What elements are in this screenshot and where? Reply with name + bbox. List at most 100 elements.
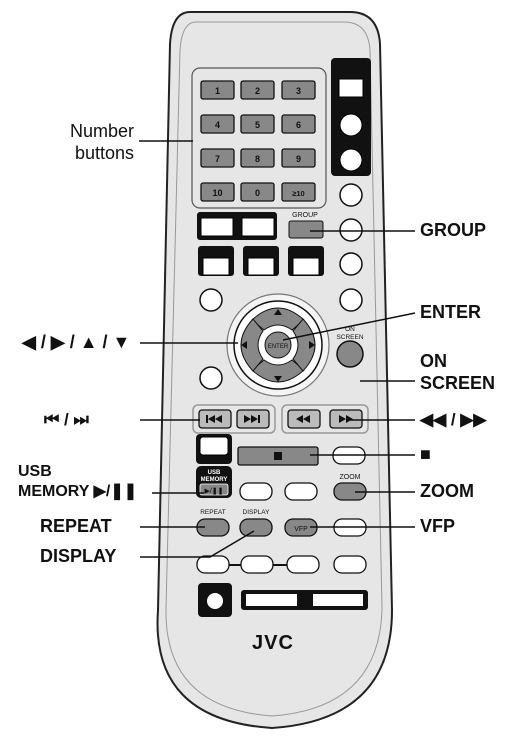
- number-button-label-11: 0: [255, 188, 260, 198]
- label-stop: ■: [420, 444, 431, 464]
- nav-down-arrow: [274, 376, 282, 382]
- display-button[interactable]: [239, 518, 273, 537]
- label-enter: ENTER: [420, 302, 482, 322]
- label-usb-line2: MEMORY ▶/❚❚: [18, 483, 138, 500]
- stop-icon: [274, 452, 282, 460]
- side-round-button-4: [339, 288, 363, 312]
- number-button-label-6: 6: [296, 120, 301, 130]
- on-screen-key-label-2: SCREEN: [336, 334, 363, 341]
- color-key-3-face: [292, 257, 320, 276]
- left-round-button-1: [199, 288, 223, 312]
- number-button-label-7: 7: [215, 154, 220, 164]
- group-button[interactable]: [288, 220, 324, 239]
- number-button-2[interactable]: [240, 80, 275, 100]
- black-block-2-face: [199, 436, 229, 456]
- volume-down-key: [246, 594, 297, 606]
- skip-forward-icon: [244, 415, 260, 423]
- brand-logo: JVC: [252, 632, 294, 654]
- vfp-key-label: VFP: [294, 526, 308, 533]
- label-skip: ⏮ / ⏭: [44, 410, 89, 429]
- white-key-1: [200, 217, 234, 237]
- search-frame: [281, 404, 369, 434]
- number-button-10[interactable]: [200, 182, 235, 202]
- number-button-11[interactable]: [240, 182, 275, 202]
- zoom-key-label: ZOOM: [340, 474, 361, 481]
- number-button-label-3: 3: [296, 86, 301, 96]
- usb-key-label-2: MEMORY: [201, 477, 228, 483]
- label-group: GROUP: [420, 220, 487, 240]
- label-usb-memory: USB MEMORY ▶/❚❚: [18, 462, 137, 502]
- number-button-label-9: 9: [296, 154, 301, 164]
- number-button-label-10: 10: [212, 188, 222, 198]
- usb-key-label-1: USB: [208, 470, 221, 476]
- usb-key-label-3: ▶/❚❚: [204, 487, 223, 495]
- nav-left-arrow: [241, 341, 247, 349]
- display-key-label: DISPLAY: [243, 509, 271, 516]
- white-key-2: [241, 217, 275, 237]
- group-key-label: GROUP: [292, 212, 318, 219]
- number-pad: 1 2 3 4 5 6 7 8 9 10 0 ≥10: [200, 80, 316, 202]
- label-number-buttons: Number buttons: [40, 120, 134, 164]
- top-round-button-1: [339, 113, 363, 137]
- white-pill-5: [196, 555, 230, 574]
- side-round-button-1: [339, 183, 363, 207]
- side-round-button-3: [339, 252, 363, 276]
- top-round-button-2: [339, 148, 363, 172]
- label-usb-line1: USB: [18, 463, 52, 480]
- label-cursor: ◀ / ▶ / ▲ / ▼: [22, 332, 131, 352]
- white-pill-3: [284, 482, 318, 501]
- enter-button[interactable]: [264, 331, 292, 359]
- number-button-4[interactable]: [200, 114, 235, 134]
- nav-left-key: [240, 318, 264, 372]
- white-pill-2: [239, 482, 273, 501]
- number-button-12[interactable]: [281, 182, 316, 202]
- left-round-button-2: [199, 366, 223, 390]
- label-on-screen-line2: SCREEN: [420, 373, 496, 393]
- number-button-3[interactable]: [281, 80, 316, 100]
- usb-key-face: [199, 483, 229, 496]
- label-on-screen: ON SCREEN: [420, 350, 495, 394]
- number-pad-frame: [191, 67, 327, 209]
- number-button-label-8: 8: [255, 154, 260, 164]
- number-button-label-1: 1: [215, 86, 220, 96]
- number-button-8[interactable]: [240, 148, 275, 168]
- number-button-label-4: 4: [215, 120, 220, 130]
- label-search: ◀◀ / ▶▶: [420, 410, 487, 429]
- callout-lines: [139, 140, 416, 558]
- color-key-1-face: [202, 257, 230, 276]
- callout-line-display: [140, 530, 255, 558]
- volume-up-key: [313, 594, 363, 606]
- label-zoom: ZOOM: [420, 481, 474, 501]
- white-pill-8: [333, 555, 367, 574]
- skip-frame: [192, 404, 276, 434]
- label-on-screen-line1: ON: [420, 351, 447, 371]
- fast-forward-icon: [339, 415, 353, 423]
- bottom-round-button: [207, 593, 223, 609]
- power-button: [338, 78, 364, 98]
- number-button-label-2: 2: [255, 86, 260, 96]
- side-round-button-2: [339, 218, 363, 242]
- white-pill-6: [240, 555, 274, 574]
- label-display: DISPLAY: [40, 546, 117, 566]
- number-button-5[interactable]: [240, 114, 275, 134]
- skip-back-icon: [206, 415, 222, 423]
- on-screen-key-label-1: ON: [345, 326, 355, 333]
- number-button-1[interactable]: [200, 80, 235, 100]
- label-number-line2: buttons: [74, 143, 134, 163]
- number-button-6[interactable]: [281, 114, 316, 134]
- rewind-icon: [296, 415, 310, 423]
- repeat-key-label: REPEAT: [200, 509, 226, 516]
- white-pill-7: [286, 555, 320, 574]
- number-button-label-5: 5: [255, 120, 260, 130]
- callout-line-enter: [282, 312, 416, 341]
- number-button-7[interactable]: [200, 148, 235, 168]
- on-screen-button[interactable]: [336, 340, 364, 368]
- nav-right-arrow: [309, 341, 315, 349]
- enter-key-label: ENTER: [268, 344, 289, 350]
- number-button-9[interactable]: [281, 148, 316, 168]
- color-key-2-face: [247, 257, 275, 276]
- label-repeat: REPEAT: [40, 516, 112, 536]
- nav-up-arrow: [274, 309, 282, 315]
- number-button-label-12: ≥10: [292, 189, 304, 198]
